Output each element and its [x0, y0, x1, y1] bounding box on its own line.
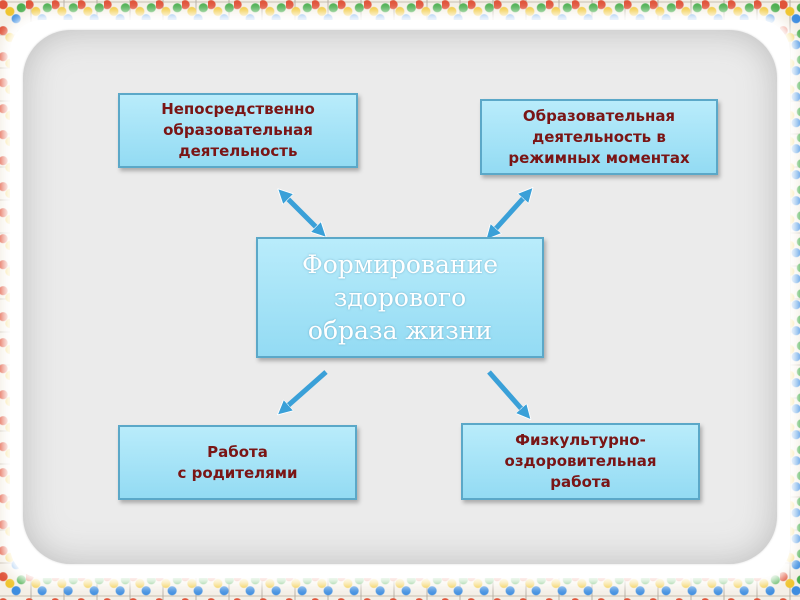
arrow-top-left	[283, 194, 321, 232]
box-direct-educational-activity: Непосредственно образовательная деятельн…	[118, 93, 358, 168]
box-work-with-parents: Работа с родителями	[118, 425, 357, 500]
arrow-bottom-left	[283, 372, 326, 410]
box-physical-health-work: Физкультурно- оздоровительная работа	[461, 423, 700, 500]
box-healthy-lifestyle-center: Формирование здорового образа жизни	[256, 237, 544, 358]
arrow-bottom-right	[489, 372, 526, 414]
box-educational-activity-routine: Образовательная деятельность в режимных …	[480, 99, 718, 175]
arrow-top-right	[491, 193, 528, 234]
